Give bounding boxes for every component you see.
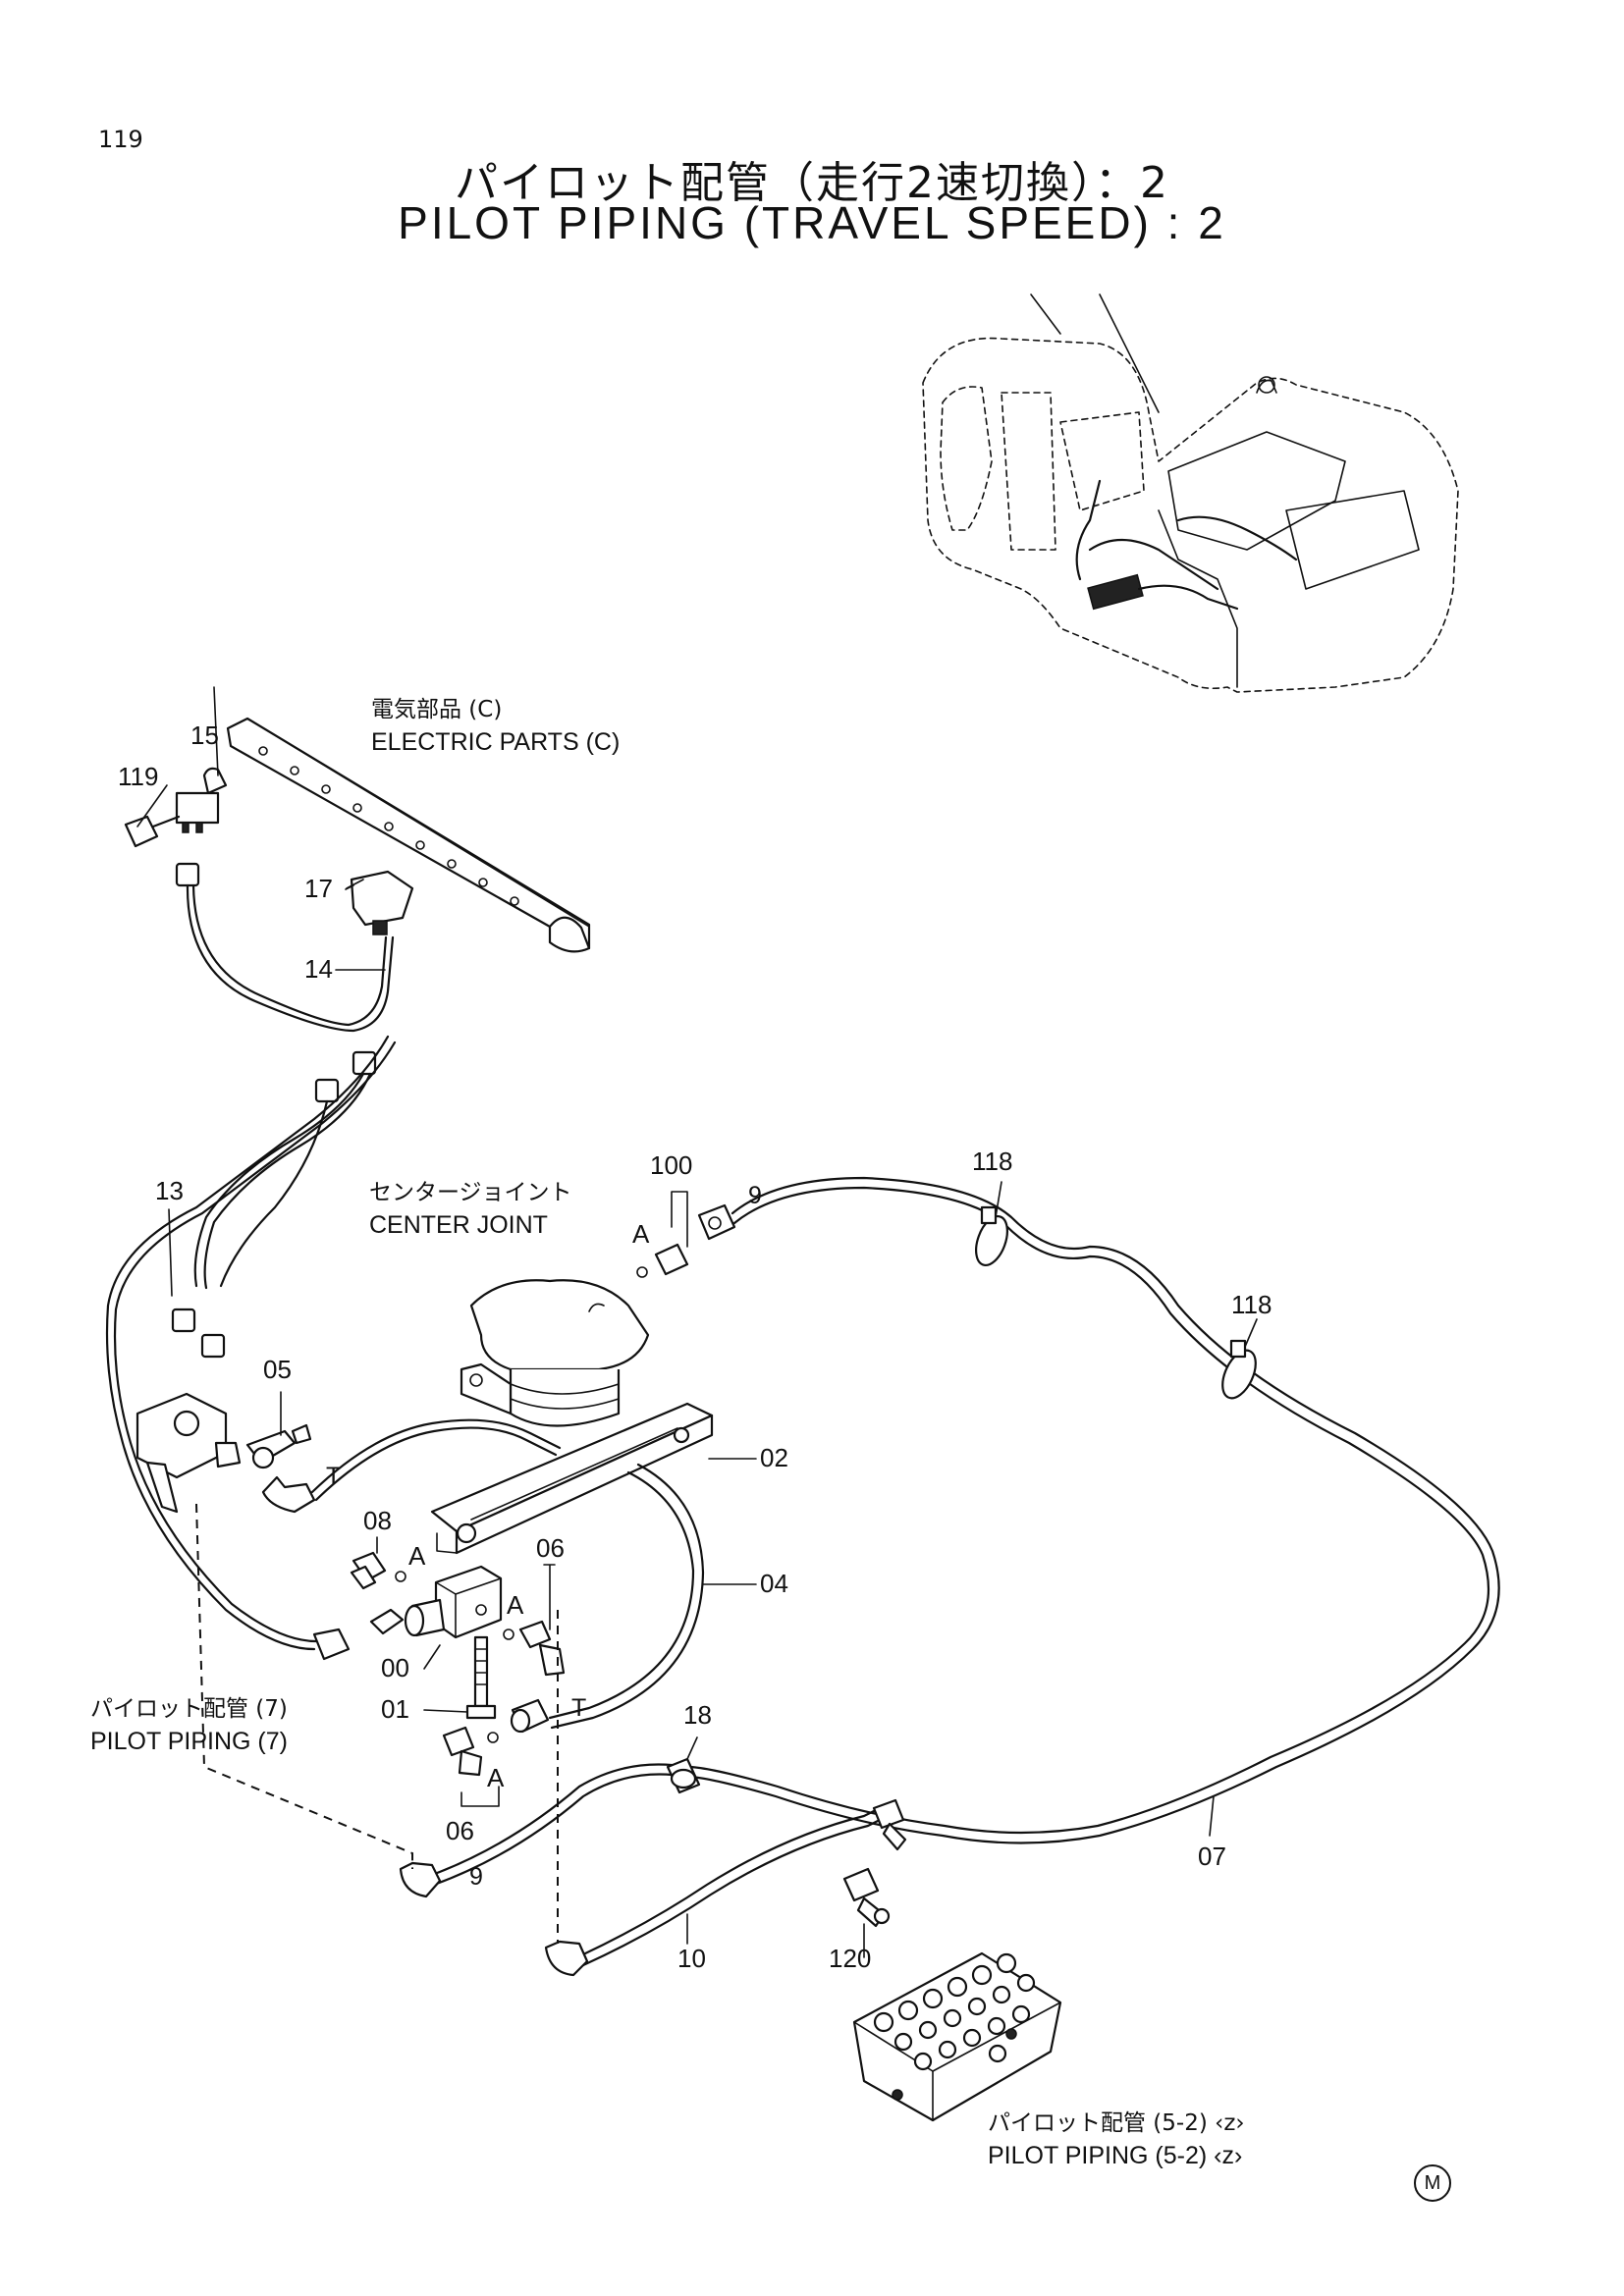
switch-part-17 xyxy=(346,870,414,935)
clamp-118-lower xyxy=(1221,1339,1257,1400)
pilot-piping-7-label-en: PILOT PIPING (7) xyxy=(90,1728,288,1755)
adapter-fitting-t xyxy=(510,1698,550,1734)
clamp-18 xyxy=(666,1757,701,1794)
center-joint-label-en: CENTER JOINT xyxy=(369,1211,548,1239)
callout-17: 17 xyxy=(304,874,333,903)
pilot-piping-7-label-jp: パイロット配管 (7) xyxy=(90,1696,288,1722)
tee-fitting-120 xyxy=(842,1867,891,1928)
callout-120: 120 xyxy=(829,1944,871,1973)
callout-06-upper: 06 xyxy=(536,1533,565,1563)
callout-100: 100 xyxy=(650,1150,692,1180)
center-joint-label-jp: センタージョイント xyxy=(369,1180,572,1205)
hose-07 xyxy=(685,1176,1500,1844)
corner-m-mark: M xyxy=(1414,2164,1451,2202)
page-title-english: PILOT PIPING (TRAVEL SPEED) : 2 xyxy=(398,197,1226,248)
connector-100 xyxy=(636,1203,736,1278)
callout-07: 07 xyxy=(1198,1842,1226,1871)
callout-01: 01 xyxy=(381,1694,409,1724)
marker-9-lower: 9 xyxy=(469,1863,483,1891)
bolt-part-119 xyxy=(124,815,181,848)
callout-08: 08 xyxy=(363,1506,392,1535)
marker-a-center-joint: A xyxy=(632,1219,650,1249)
manifold-block xyxy=(852,1951,1062,2122)
callout-14: 14 xyxy=(304,954,333,984)
channel-bracket-02 xyxy=(430,1402,714,1555)
clamp-118-upper xyxy=(975,1205,1008,1266)
marker-a-fitting-08: A xyxy=(408,1541,426,1571)
hose-9-lower xyxy=(399,1763,689,1898)
pilot-piping-52-label-en: PILOT PIPING (5-2) ‹z› xyxy=(988,2142,1242,2169)
center-joint xyxy=(460,1279,650,1427)
callout-06-lower: 06 xyxy=(446,1816,474,1845)
callout-04: 04 xyxy=(760,1569,788,1598)
callout-118-upper: 118 xyxy=(972,1147,1012,1176)
bolt-part-01 xyxy=(465,1635,497,1720)
marker-a-fitting-06: A xyxy=(507,1590,524,1620)
tee-fitting-05 xyxy=(245,1423,312,1469)
callout-13: 13 xyxy=(155,1176,184,1205)
hose-t-upper xyxy=(261,1418,562,1514)
page-number: 119 xyxy=(98,126,143,153)
callout-05: 05 xyxy=(263,1355,292,1384)
hose-04 xyxy=(548,1463,705,1730)
callout-10: 10 xyxy=(677,1944,706,1973)
marker-9-upper: 9 xyxy=(748,1182,762,1209)
callout-18: 18 xyxy=(683,1700,712,1730)
wire-harness xyxy=(105,862,397,1661)
pilot-piping-52-label-jp: パイロット配管 (5-2) ‹z› xyxy=(988,2110,1245,2136)
elbow-fitting-06-lower xyxy=(442,1726,499,1777)
electric-parts-label-en: ELECTRIC PARTS (C) xyxy=(371,728,620,756)
relay-part-15 xyxy=(175,767,228,833)
marker-a-lower: A xyxy=(487,1763,505,1792)
manifold-fittings xyxy=(873,1952,1036,2101)
leader-lines xyxy=(136,686,1258,1958)
electric-mounting-rail xyxy=(226,717,591,953)
callout-15: 15 xyxy=(190,721,219,750)
marker-t-upper: T xyxy=(326,1463,341,1490)
callout-02: 02 xyxy=(760,1443,788,1472)
callout-00: 00 xyxy=(381,1653,409,1682)
excavator-overview-illustration xyxy=(922,294,1459,693)
valve-block-00 xyxy=(369,1565,503,1639)
electric-parts-label-jp: 電気部品 (C) xyxy=(371,697,502,722)
callout-118-lower: 118 xyxy=(1231,1290,1272,1319)
hose-10 xyxy=(544,1798,907,1977)
elbow-fitting-06-upper xyxy=(503,1620,566,1677)
rail-mounting-holes xyxy=(258,746,519,906)
marker-t-lower: T xyxy=(571,1694,586,1722)
pilot-valve-block xyxy=(135,1392,242,1514)
callout-119: 119 xyxy=(118,762,158,791)
elbow-fitting-08 xyxy=(350,1551,406,1590)
page-title-japanese: パイロット配管（走行2速切換）：2 xyxy=(455,158,1169,208)
